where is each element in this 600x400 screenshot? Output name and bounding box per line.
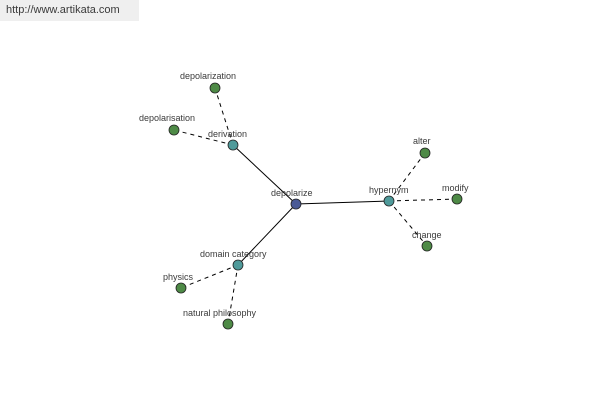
node-depolarisation[interactable] — [168, 124, 180, 136]
node-label-depolarization[interactable]: depolarization — [180, 71, 236, 81]
node-label-alter[interactable]: alter — [413, 136, 431, 146]
node-label-modify[interactable]: modify — [442, 183, 469, 193]
node-domain-category[interactable] — [232, 259, 244, 271]
node-label-natural-philosophy[interactable]: natural philosophy — [183, 308, 257, 318]
node-label-depolarize[interactable]: depolarize — [271, 188, 313, 198]
node-hypernym[interactable] — [383, 195, 395, 207]
node-label-change[interactable]: change — [412, 230, 442, 240]
labels-layer: depolarize derivation hypernym domain categ… — [139, 71, 469, 318]
node-modify[interactable] — [451, 193, 463, 205]
site-url-banner[interactable]: http://www.artikata.com — [0, 0, 139, 21]
edge-depolarize-to-hypernym — [295, 200, 390, 205]
node-alter[interactable] — [419, 147, 431, 159]
node-physics[interactable] — [175, 282, 187, 294]
edge-derivation-to-depolarisation — [173, 129, 234, 146]
node-label-depolarisation[interactable]: depolarisation — [139, 113, 195, 123]
node-depolarize[interactable] — [290, 198, 302, 210]
edge-depolarize-to-derivation — [232, 144, 297, 205]
node-label-hypernym[interactable]: hypernym — [369, 185, 409, 195]
node-label-physics[interactable]: physics — [163, 272, 194, 282]
edge-depolarize-to-domain-category — [237, 203, 297, 266]
nodes-layer — [168, 82, 463, 330]
node-natural-philosophy[interactable] — [222, 318, 234, 330]
edge-hypernym-to-modify — [388, 198, 458, 202]
edge-derivation-to-depolarization — [214, 87, 234, 146]
edge-hypernym-to-alter — [388, 152, 426, 202]
node-label-derivation[interactable]: derivation — [208, 129, 247, 139]
node-change[interactable] — [421, 240, 433, 252]
node-label-domain-category[interactable]: domain category — [200, 249, 267, 259]
edge-hypernym-to-change — [388, 200, 428, 247]
edge-domain-category-to-physics — [180, 264, 239, 289]
node-depolarization[interactable] — [209, 82, 221, 94]
edges-layer — [173, 87, 458, 325]
edge-domain-category-to-natural-philosophy — [227, 264, 239, 325]
node-derivation[interactable] — [227, 139, 239, 151]
